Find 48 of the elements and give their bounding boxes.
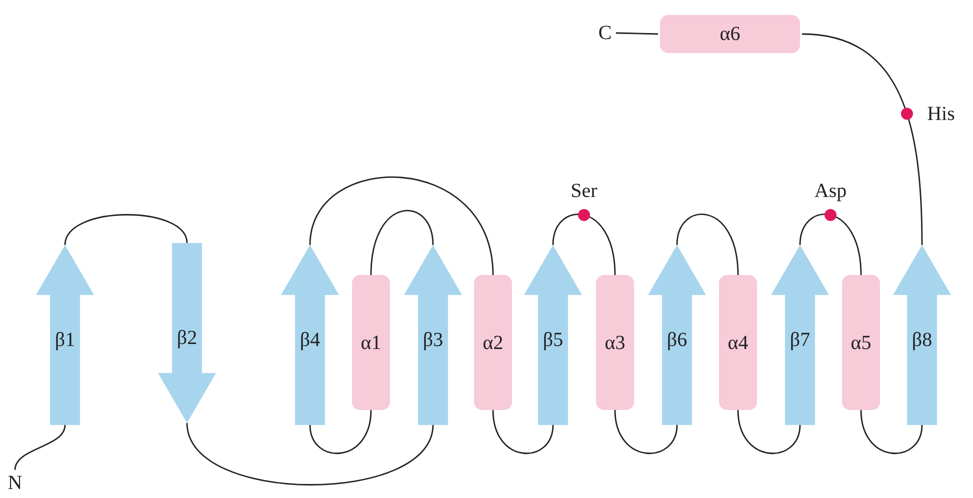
strand-label: β8 bbox=[912, 329, 932, 351]
strand-label: β1 bbox=[54, 329, 76, 351]
helix-cylinder bbox=[842, 275, 880, 410]
helix-label: α2 bbox=[482, 332, 504, 354]
helix-cylinder bbox=[352, 275, 390, 410]
loop-line bbox=[802, 33, 923, 246]
helix-cylinder bbox=[474, 275, 512, 410]
helix-cylinder bbox=[596, 275, 634, 410]
helix-cylinder bbox=[719, 275, 757, 410]
beta-strand bbox=[524, 245, 582, 425]
loop-line bbox=[309, 410, 372, 454]
strand-label: β4 bbox=[300, 329, 320, 351]
loop-line bbox=[370, 210, 434, 276]
beta-strand bbox=[158, 243, 216, 423]
beta-strand bbox=[36, 245, 94, 425]
residue-label: Asp bbox=[814, 180, 847, 202]
loop-line bbox=[799, 214, 862, 276]
loop-line bbox=[492, 410, 554, 454]
beta-strand bbox=[893, 245, 951, 425]
strand-label: β7 bbox=[790, 329, 810, 351]
helix-label: α6 bbox=[720, 23, 740, 45]
loop-line bbox=[309, 176, 494, 276]
terminus-label: C bbox=[596, 20, 614, 46]
loop-line bbox=[14, 424, 66, 470]
loop-line bbox=[186, 422, 434, 486]
terminus-label: N bbox=[6, 470, 24, 496]
helix-label: α4 bbox=[728, 332, 748, 354]
beta-strand bbox=[281, 245, 339, 425]
beta-strand bbox=[771, 245, 829, 425]
strand-label: β5 bbox=[542, 329, 564, 351]
loop-line bbox=[737, 410, 801, 454]
strand-label: β3 bbox=[422, 329, 444, 351]
beta-strand bbox=[648, 245, 706, 425]
residue-label: His bbox=[927, 102, 955, 125]
strand-label: β6 bbox=[666, 329, 688, 351]
loop-line bbox=[860, 410, 923, 454]
strand-label: β2 bbox=[176, 327, 198, 349]
loop-line bbox=[616, 32, 658, 35]
helix-cylinder bbox=[660, 15, 800, 53]
loop-line bbox=[64, 214, 188, 246]
beta-strand bbox=[404, 245, 462, 425]
helix-label: α1 bbox=[360, 332, 382, 354]
residue-label: Ser bbox=[570, 180, 598, 202]
helix-label: α3 bbox=[604, 332, 626, 354]
loop-line bbox=[552, 214, 616, 276]
helix-label: α5 bbox=[850, 332, 872, 354]
loop-line bbox=[614, 410, 678, 454]
loop-line bbox=[676, 214, 739, 276]
